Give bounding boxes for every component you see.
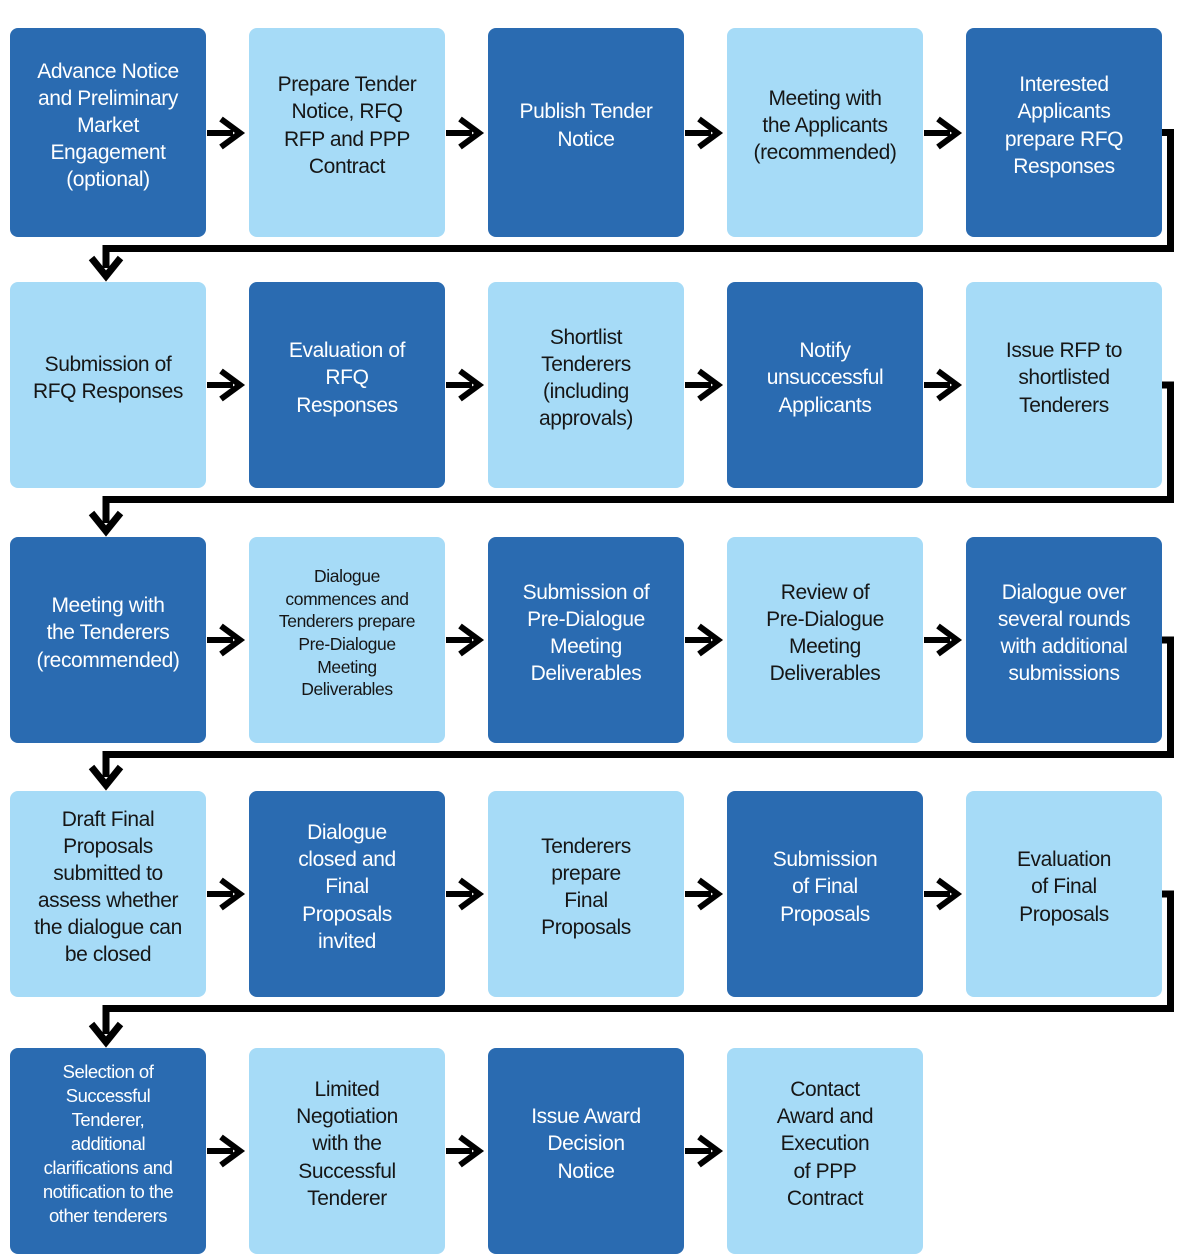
flow-step-dialogue-commences: Dialogue commences and Tenderers prepare… bbox=[249, 537, 445, 743]
right-arrow-icon bbox=[207, 1134, 246, 1168]
flow-row-1: Advance Notice and Preliminary Market En… bbox=[10, 28, 1190, 237]
flow-step-advance-notice: Advance Notice and Preliminary Market En… bbox=[10, 28, 206, 237]
flow-step-tenderers-prepare-final: Tenderers prepare Final Proposals bbox=[488, 791, 684, 997]
arrow-gap bbox=[445, 1048, 488, 1254]
right-arrow-icon bbox=[446, 368, 485, 402]
arrow-gap bbox=[445, 282, 488, 488]
flow-step-meeting-tenderers: Meeting with the Tenderers (recommended) bbox=[10, 537, 206, 743]
flow-step-evaluation-final-proposals: Evaluation of Final Proposals bbox=[966, 791, 1162, 997]
arrow-gap bbox=[684, 537, 727, 743]
arrow-gap bbox=[684, 1048, 727, 1254]
right-arrow-icon bbox=[446, 1134, 485, 1168]
arrow-gap bbox=[445, 537, 488, 743]
down-arrow-icon bbox=[88, 1021, 124, 1048]
flow-step-publish-tender-notice: Publish Tender Notice bbox=[488, 28, 684, 237]
right-arrow-icon bbox=[207, 623, 246, 657]
right-arrow-icon bbox=[446, 877, 485, 911]
flow-step-limited-negotiation: Limited Negotiation with the Successful … bbox=[249, 1048, 445, 1254]
right-arrow-icon bbox=[924, 623, 963, 657]
flow-row-2: Submission of RFQ Responses Evaluation o… bbox=[10, 282, 1190, 488]
arrow-gap bbox=[445, 791, 488, 997]
right-arrow-icon bbox=[924, 368, 963, 402]
flow-step-submission-rfq-responses: Submission of RFQ Responses bbox=[10, 282, 206, 488]
arrow-gap bbox=[923, 537, 966, 743]
arrow-gap bbox=[206, 28, 249, 237]
flow-step-submission-final-proposals: Submission of Final Proposals bbox=[727, 791, 923, 997]
flow-step-issue-award-decision-notice: Issue Award Decision Notice bbox=[488, 1048, 684, 1254]
arrow-gap bbox=[206, 791, 249, 997]
arrow-gap bbox=[684, 282, 727, 488]
flow-step-submission-pre-dialogue-deliverables: Submission of Pre-Dialogue Meeting Deliv… bbox=[488, 537, 684, 743]
flow-step-meeting-applicants: Meeting with the Applicants (recommended… bbox=[727, 28, 923, 237]
right-arrow-icon bbox=[924, 116, 963, 149]
flow-step-prepare-tender-docs: Prepare Tender Notice, RFQ RFP and PPP C… bbox=[249, 28, 445, 237]
right-arrow-icon bbox=[685, 623, 724, 657]
flow-step-draft-final-proposals: Draft Final Proposals submitted to asses… bbox=[10, 791, 206, 997]
right-arrow-icon bbox=[207, 877, 246, 911]
right-arrow-icon bbox=[924, 877, 963, 911]
flow-step-contact-award-execution: Contact Award and Execution of PPP Contr… bbox=[727, 1048, 923, 1254]
arrow-gap bbox=[923, 28, 966, 237]
flow-step-applicants-prepare-rfq: Interested Applicants prepare RFQ Respon… bbox=[966, 28, 1162, 237]
right-arrow-icon bbox=[685, 116, 724, 149]
flow-step-notify-unsuccessful-applicants: Notify unsuccessful Applicants bbox=[727, 282, 923, 488]
right-arrow-icon bbox=[446, 623, 485, 657]
right-arrow-icon bbox=[207, 116, 246, 149]
arrow-gap bbox=[206, 537, 249, 743]
arrow-gap bbox=[206, 282, 249, 488]
flow-row-3: Meeting with the Tenderers (recommended)… bbox=[10, 537, 1190, 743]
right-arrow-icon bbox=[446, 116, 485, 149]
down-arrow-icon bbox=[88, 764, 124, 791]
flow-row-4: Draft Final Proposals submitted to asses… bbox=[10, 791, 1190, 997]
flow-step-issue-rfp-shortlisted: Issue RFP to shortlisted Tenderers bbox=[966, 282, 1162, 488]
arrow-gap bbox=[684, 791, 727, 997]
flow-row-5: Selection of Successful Tenderer, additi… bbox=[10, 1048, 1190, 1254]
right-arrow-icon bbox=[685, 877, 724, 911]
flow-step-evaluation-rfq-responses: Evaluation of RFQ Responses bbox=[249, 282, 445, 488]
arrow-gap bbox=[206, 1048, 249, 1254]
right-arrow-icon bbox=[685, 368, 724, 402]
flow-step-dialogue-closed-final-invited: Dialogue closed and Final Proposals invi… bbox=[249, 791, 445, 997]
flow-step-review-pre-dialogue-deliverables: Review of Pre-Dialogue Meeting Deliverab… bbox=[727, 537, 923, 743]
arrow-gap bbox=[923, 791, 966, 997]
right-arrow-icon bbox=[685, 1134, 724, 1168]
down-arrow-icon bbox=[88, 510, 124, 537]
arrow-gap bbox=[445, 28, 488, 237]
arrow-gap bbox=[923, 282, 966, 488]
flow-step-dialogue-several-rounds: Dialogue over several rounds with additi… bbox=[966, 537, 1162, 743]
arrow-gap bbox=[684, 28, 727, 237]
flow-step-shortlist-tenderers: Shortlist Tenderers (including approvals… bbox=[488, 282, 684, 488]
down-arrow-icon bbox=[88, 255, 124, 282]
right-arrow-icon bbox=[207, 368, 246, 402]
flow-step-selection-successful-tenderer: Selection of Successful Tenderer, additi… bbox=[10, 1048, 206, 1254]
